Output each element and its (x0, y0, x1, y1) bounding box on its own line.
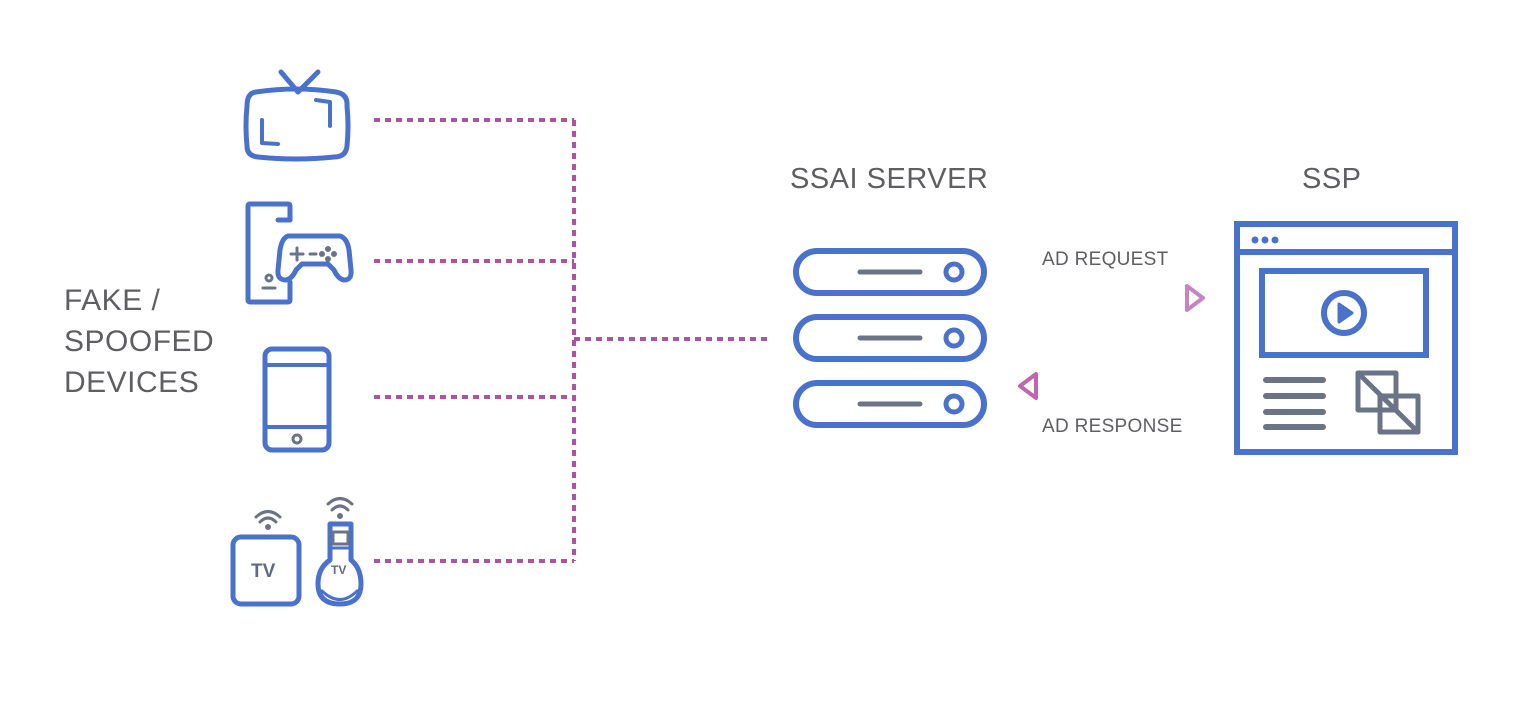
server-title: SSAI SERVER (790, 163, 989, 195)
streaming-devices-icon (230, 497, 364, 607)
tv-stick-text: TV (331, 563, 347, 577)
ad-request-arrow (1016, 284, 1205, 312)
smartphone-icon (262, 346, 332, 453)
tv-box-text: TV (251, 561, 276, 582)
browser-window-icon (1234, 221, 1458, 455)
ad-response-label: AD RESPONSE (1042, 416, 1183, 437)
ad-request-label: AD REQUEST (1042, 249, 1169, 270)
ssp-title: SSP (1302, 163, 1362, 195)
devices-label-line-2: SPOOFED (64, 325, 215, 358)
devices-label: FAKE / SPOOFED DEVICES (64, 280, 214, 403)
television-icon (243, 69, 351, 162)
devices-label-line-1: FAKE / (64, 284, 161, 317)
devices-label-line-3: DEVICES (64, 366, 200, 399)
dotted-connectors (374, 118, 770, 563)
game-console-icon (245, 201, 354, 305)
server-stack-icon (793, 248, 987, 428)
ad-response-arrow (1018, 372, 1205, 400)
